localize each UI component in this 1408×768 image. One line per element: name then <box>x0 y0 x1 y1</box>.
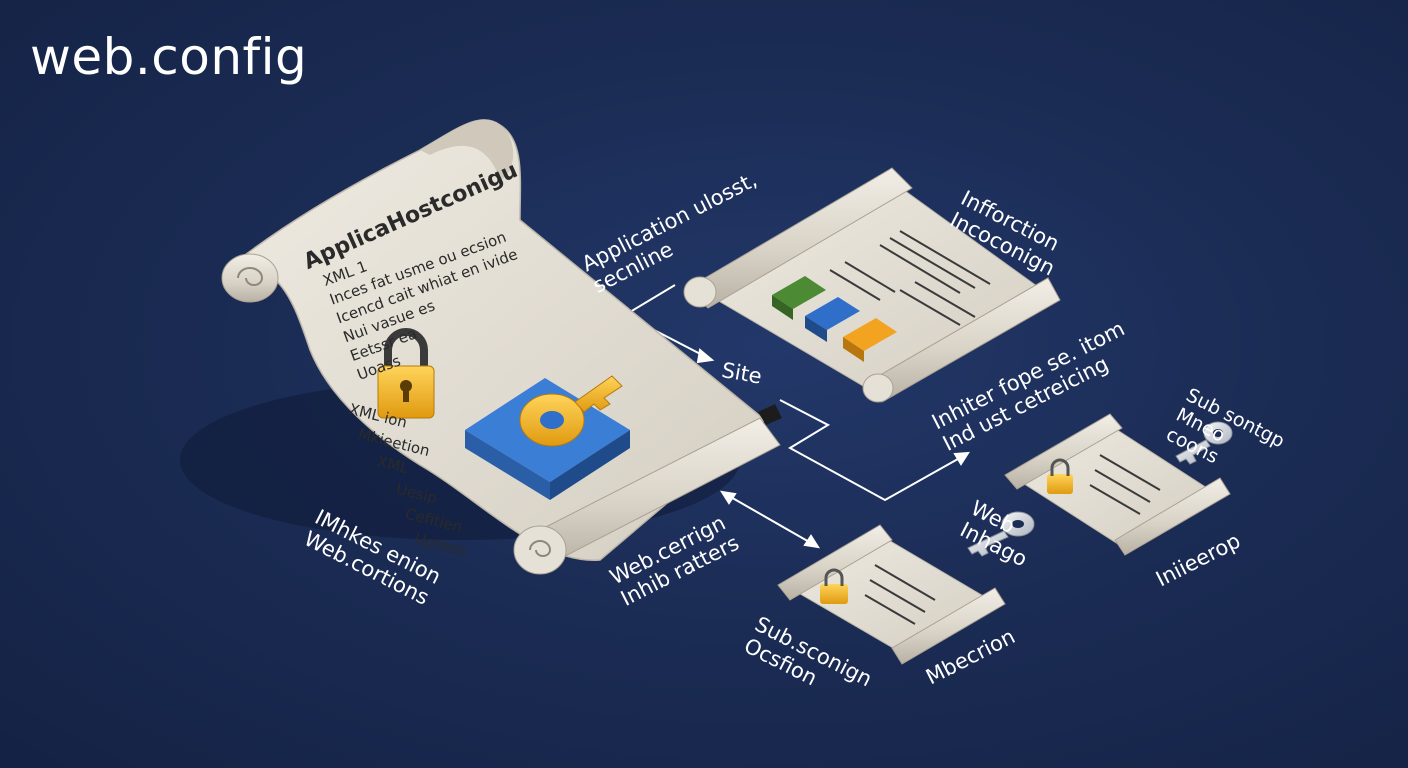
scroll-icon <box>222 254 278 302</box>
